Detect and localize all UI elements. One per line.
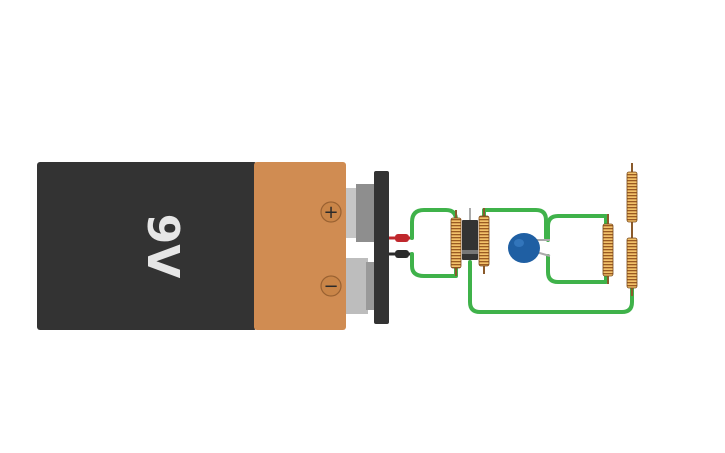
resistor-left-1[interactable] (450, 210, 462, 276)
battery-snap-connector (374, 171, 389, 324)
battery-voltage-label: 9V (137, 214, 188, 279)
positive-symbol: + (323, 202, 338, 223)
resistor-left-2[interactable] (478, 208, 490, 274)
wire-capacitor-bottom (546, 254, 608, 284)
negative-terminal-marker: − (320, 275, 342, 297)
wire-ground-return (468, 260, 634, 314)
battery-cap (254, 162, 346, 330)
wire-positive (410, 208, 458, 240)
wire-upper-loop (482, 208, 548, 240)
battery-9v[interactable]: 9V + − (37, 162, 389, 330)
positive-terminal-marker: + (320, 201, 342, 223)
resistor-right-middle[interactable] (602, 214, 614, 284)
wire-capacitor-right (546, 214, 608, 242)
battery-terminals (346, 184, 376, 314)
negative-symbol: − (323, 276, 338, 297)
wire-negative (410, 252, 458, 278)
ceramic-capacitor[interactable] (508, 233, 551, 263)
battery-leads[interactable] (389, 234, 412, 258)
battery-body (37, 162, 257, 330)
resistor-far-right-top[interactable] (626, 163, 638, 230)
wires[interactable] (410, 208, 634, 314)
transistor[interactable] (462, 208, 478, 260)
resistor-far-right-bottom[interactable] (626, 230, 638, 296)
